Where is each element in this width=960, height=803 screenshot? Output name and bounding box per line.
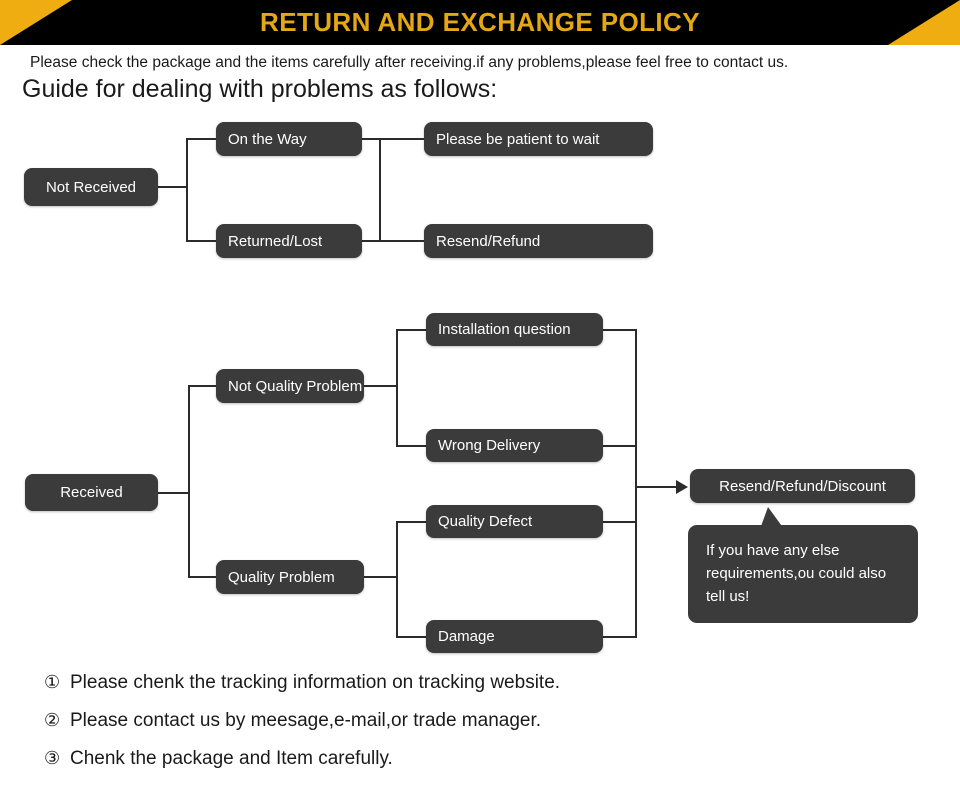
connector-to-quality [188, 576, 218, 578]
notes-list: ① Please chenk the tracking information … [44, 672, 904, 786]
header-banner: RETURN AND EXCHANGE POLICY [0, 0, 960, 45]
intro-paragraph: Please check the package and the items c… [30, 54, 789, 71]
node-installation-question: Installation question [426, 313, 603, 346]
connector-received-stub [158, 492, 190, 494]
node-quality-problem: Quality Problem [216, 560, 364, 594]
connector-to-installation [396, 329, 428, 331]
connector-to-wrong-delivery [396, 445, 428, 447]
connector-on-the-way-out [362, 138, 426, 140]
connector-to-damage [396, 636, 428, 638]
arrow-head-icon [676, 480, 688, 494]
node-please-be-patient: Please be patient to wait [424, 122, 653, 156]
connector-damage-out [603, 636, 637, 638]
connector-root-stub [158, 186, 188, 188]
node-quality-defect: Quality Defect [426, 505, 603, 538]
connector-quality-defect-out [603, 521, 637, 523]
node-wrong-delivery: Wrong Delivery [426, 429, 603, 462]
banner-black-shape [0, 0, 960, 45]
circled-number-1-icon: ① [44, 672, 61, 692]
connector-returned-lost-out [362, 240, 426, 242]
banner-divider [0, 45, 960, 47]
flowchart-not-received: Not Received On the Way Returned/Lost Pl… [0, 0, 960, 300]
connector-right-collector [379, 138, 381, 242]
connector-to-on-the-way [186, 138, 218, 140]
connector-quality-fan [396, 521, 398, 637]
node-on-the-way: On the Way [216, 122, 362, 156]
flowchart-received: Received Not Quality Problem Quality Pro… [25, 313, 918, 653]
connector-to-outcome [635, 486, 681, 488]
connector-received-split [188, 385, 190, 577]
connector-to-quality-defect [396, 521, 428, 523]
node-resend-refund-discount: Resend/Refund/Discount [690, 469, 915, 503]
connector-not-quality-out [364, 385, 398, 387]
circled-number-2-icon: ② [44, 710, 61, 730]
note-text: Please chenk the tracking information on… [70, 672, 561, 693]
node-not-received: Not Received [24, 168, 158, 206]
list-item: ③ Chenk the package and Item carefully. [44, 748, 904, 786]
connector-not-quality-fan [396, 329, 398, 446]
circled-number-3-icon: ③ [44, 748, 61, 768]
node-resend-refund: Resend/Refund [424, 224, 653, 258]
connector-wrong-delivery-out [603, 445, 637, 447]
connector-outcome-collector [635, 329, 637, 638]
connector-quality-out [364, 576, 398, 578]
connector-to-not-quality [188, 385, 218, 387]
list-item: ① Please chenk the tracking information … [44, 672, 904, 710]
node-not-quality-problem: Not Quality Problem [216, 369, 364, 403]
note-text: Please contact us by meesage,e-mail,or t… [70, 710, 542, 731]
list-item: ② Please contact us by meesage,e-mail,or… [44, 710, 904, 748]
callout-bubble: If you have any else requirements,ou cou… [688, 525, 918, 623]
node-received: Received [25, 474, 158, 511]
connector-installation-out [603, 329, 637, 331]
page-title: RETURN AND EXCHANGE POLICY [260, 7, 700, 37]
note-text: Chenk the package and Item carefully. [70, 748, 393, 769]
connector-split-vertical [186, 138, 188, 242]
callout-tail-icon [760, 507, 784, 529]
node-returned-lost: Returned/Lost [216, 224, 362, 258]
guide-heading: Guide for dealing with problems as follo… [22, 75, 498, 103]
connector-to-returned-lost [186, 240, 218, 242]
node-damage: Damage [426, 620, 603, 653]
